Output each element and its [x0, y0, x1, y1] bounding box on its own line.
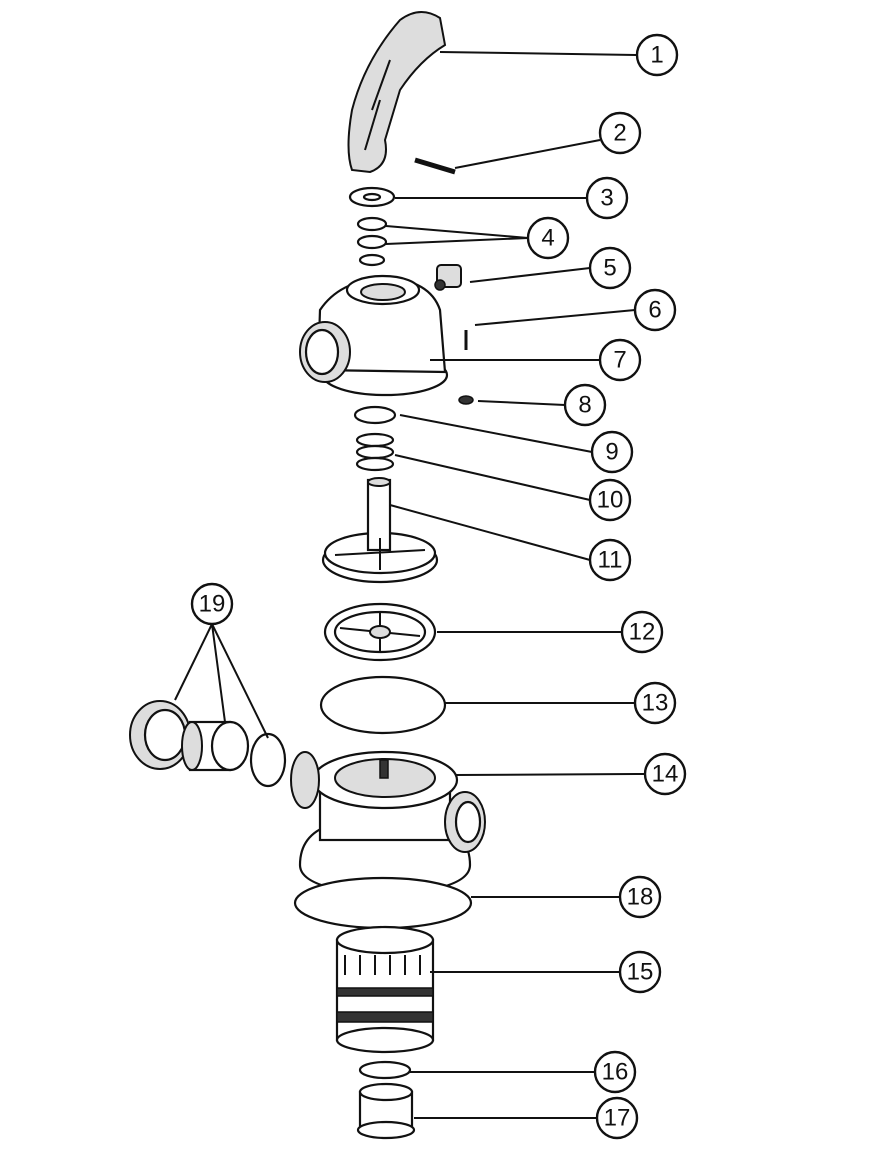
part-pin: [414, 157, 456, 175]
leader-lines: [174, 51, 646, 1119]
part-spider-gasket: [323, 602, 437, 662]
part-screen: [335, 925, 435, 1054]
callout-18: 18: [618, 875, 662, 919]
callout-9: 9: [590, 430, 634, 474]
callout-8: 8: [563, 383, 607, 427]
callout-2: 2: [598, 111, 642, 155]
part-cap: [356, 1082, 416, 1140]
callout-4: 4: [526, 216, 570, 260]
part-small-o-ring: [358, 1060, 412, 1080]
part-union-set: [129, 700, 287, 788]
callout-7: 7: [598, 338, 642, 382]
callout-13: 13: [633, 681, 677, 725]
callout-12: 12: [620, 610, 664, 654]
callout-label: 4: [541, 225, 554, 252]
callout-label: 5: [603, 255, 616, 282]
part-large-o-ring: [319, 675, 447, 735]
callout-label: 11: [598, 547, 623, 574]
callout-16: 16: [593, 1050, 637, 1094]
part-o-rings: [356, 216, 388, 267]
part-valve-body: [290, 750, 486, 897]
callout-label: 13: [642, 690, 669, 717]
callout-label: 14: [652, 761, 679, 788]
callout-label: 6: [648, 297, 661, 324]
part-plug: [434, 264, 462, 291]
callout-5: 5: [588, 246, 632, 290]
callout-6: 6: [633, 288, 677, 332]
part-washer: [348, 186, 396, 208]
callout-label: 1: [650, 42, 663, 69]
callout-14: 14: [643, 752, 687, 796]
callout-label: 18: [627, 884, 654, 911]
callout-1: 1: [635, 33, 679, 77]
callout-15: 15: [618, 950, 662, 994]
callout-label: 16: [602, 1059, 629, 1086]
callout-label: 9: [605, 439, 618, 466]
callout-3: 3: [585, 176, 629, 220]
part-o-ring: [353, 405, 397, 425]
callout-label: 10: [597, 487, 624, 514]
part-handle: [347, 11, 447, 174]
callout-label: 12: [629, 619, 656, 646]
part-base-gasket: [293, 876, 473, 930]
part-rotor: [321, 477, 439, 584]
callout-19: 19: [190, 582, 234, 626]
callout-label: 17: [604, 1105, 631, 1132]
callout-10: 10: [588, 478, 632, 522]
callout-11: 11: [588, 538, 632, 582]
callout-label: 8: [578, 392, 591, 419]
callout-label: 2: [613, 120, 626, 147]
callout-17: 17: [595, 1096, 639, 1140]
part-nut: [458, 395, 474, 405]
part-cover: [299, 274, 449, 397]
callout-label: 3: [600, 185, 613, 212]
callout-label: 15: [627, 959, 654, 986]
part-spring: [355, 432, 395, 472]
callout-label: 7: [613, 347, 626, 374]
callout-label: 19: [199, 591, 226, 618]
